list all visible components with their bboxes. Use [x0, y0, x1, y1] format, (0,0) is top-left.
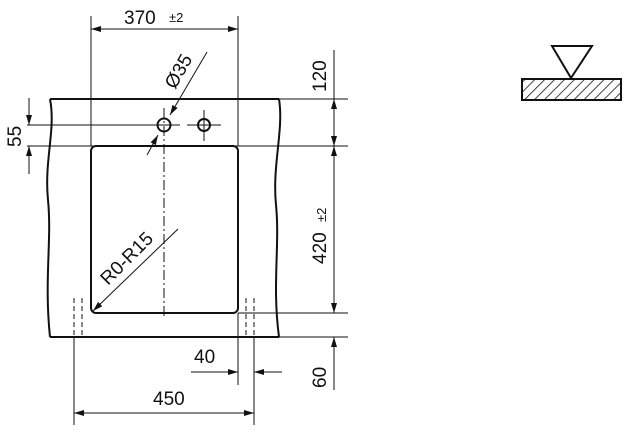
countertop-outline	[46, 98, 282, 338]
surface-mount-symbol	[521, 45, 622, 101]
dim-corner-radius: R0-R15	[92, 228, 179, 312]
dim-bowl-height-tol: ±2	[314, 208, 329, 222]
dim-hole-offset: 55	[5, 98, 348, 174]
dim-hole-diameter: Ø35	[146, 51, 208, 156]
dim-side-gap-label: 40	[194, 347, 215, 368]
dim-hole-diameter-label: Ø35	[161, 51, 197, 93]
dim-top-width-tol: ±2	[169, 10, 183, 25]
dim-bottom-margin-label: 60	[310, 367, 331, 388]
dim-top-width-label: 370	[124, 8, 156, 29]
dim-overall-width-label: 450	[153, 389, 185, 410]
dim-side-gap: 40	[191, 313, 282, 425]
dim-overall-width: 450	[73, 337, 254, 425]
dim-bowl-height-label: 420	[310, 232, 331, 264]
dim-hole-offset-label: 55	[5, 126, 26, 147]
dim-right-vertical: 120 420 ±2 60	[238, 50, 348, 390]
dim-top-margin-label: 120	[310, 60, 331, 92]
dim-top-width: 370 ±2	[90, 8, 239, 146]
hidden-lines	[73, 298, 255, 337]
dim-corner-radius-label: R0-R15	[97, 228, 158, 289]
